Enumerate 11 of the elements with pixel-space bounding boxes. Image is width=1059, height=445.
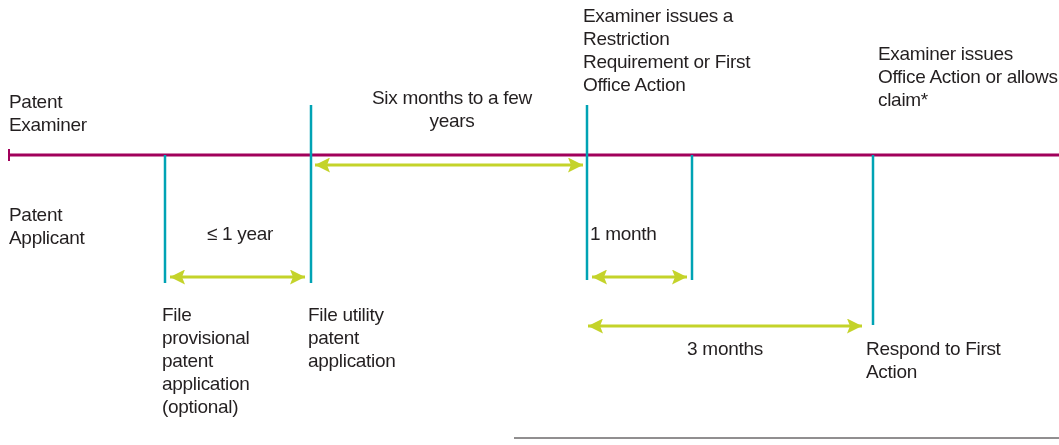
interval-label: 3 months <box>686 337 764 360</box>
role-label: Patent Examiner <box>9 90 88 136</box>
step-note: File utility patent application <box>308 303 397 372</box>
role-label: Patent Applicant <box>9 203 86 249</box>
step-note: File provisional patent application (optional) <box>162 303 251 418</box>
interval-label: 1 month <box>590 222 658 245</box>
event-note: Examiner issues Office Action or allows claim* <box>878 42 1059 111</box>
step-note: Respond to First Action <box>866 337 1002 383</box>
event-note: Examiner issues a Restriction Requirement or First Office Action <box>583 4 752 96</box>
interval-label: Six months to a few years <box>370 86 534 132</box>
interval-label: ≤ 1 year <box>205 222 275 245</box>
